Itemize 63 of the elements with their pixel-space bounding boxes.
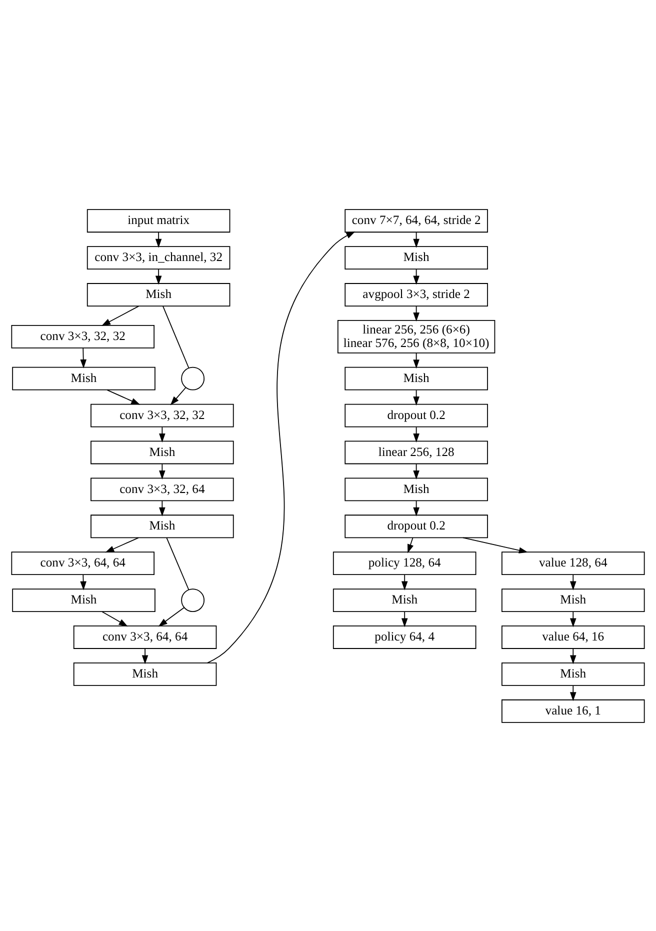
node-box: Mish (344, 246, 488, 270)
node-box: Mish (90, 514, 234, 538)
arrow (159, 463, 166, 479)
node-box: Mish (501, 588, 645, 612)
connector (162, 305, 190, 368)
arrow (80, 347, 87, 368)
node-box: conv 3×3, 32, 32 (90, 403, 234, 427)
arrow (105, 536, 139, 552)
arrow (570, 610, 576, 627)
arrow (142, 648, 148, 664)
node-box: avgpool 3×3, stride 2 (344, 282, 488, 306)
arrow (155, 232, 162, 248)
node-box: input matrix (86, 208, 230, 232)
node-box: Mish (73, 662, 217, 686)
node-box: Mish (344, 366, 488, 390)
node-box: policy 64, 4 (332, 625, 476, 648)
node-box: Mish (86, 282, 230, 306)
node-box: Mish (90, 440, 234, 464)
arrow (102, 610, 128, 626)
arrow (170, 386, 186, 405)
node-box: conv 3×3, 64, 64 (11, 551, 155, 575)
node-box: Mish (501, 662, 645, 686)
arrow (206, 231, 356, 663)
arrow (570, 648, 576, 664)
arrow (413, 268, 420, 284)
node-box: value 64, 16 (501, 625, 645, 648)
node-circle (181, 588, 205, 612)
arrow (413, 426, 420, 442)
node-circle (181, 366, 205, 390)
arrow (570, 574, 576, 590)
node-box: value 128, 64 (501, 551, 645, 575)
arrow (159, 500, 166, 516)
node-box: dropout 0.2 (344, 514, 488, 538)
node-box: conv 3×3, in_channel, 32 (86, 246, 230, 270)
arrow (155, 268, 162, 284)
node-box: dropout 0.2 (344, 403, 488, 427)
node-box: conv 3×3, 64, 64 (73, 625, 217, 648)
arrow (408, 537, 414, 553)
arrow (413, 500, 420, 516)
arrow (413, 305, 420, 322)
arrow (413, 352, 420, 368)
arrow (401, 610, 408, 627)
arrow (570, 684, 576, 701)
arrow (401, 574, 408, 590)
node-box: Mish (344, 477, 488, 501)
arrow (159, 426, 166, 442)
node-box: conv 3×3, 32, 32 (11, 324, 155, 348)
arrow (413, 232, 420, 248)
arrow (158, 606, 184, 626)
node-box: value 16, 1 (501, 698, 645, 722)
node-box: conv 3×3, 32, 64 (90, 477, 234, 501)
node-box: Mish (12, 366, 156, 390)
arrow (413, 389, 420, 406)
node-box: Mish (12, 588, 156, 612)
node-box: linear 256, 128 (344, 440, 488, 464)
connector (166, 536, 190, 590)
node-box: Mish (332, 588, 476, 612)
node-box: policy 128, 64 (332, 551, 476, 575)
arrow (106, 389, 140, 404)
arrow (413, 463, 420, 479)
node-box: linear 256, 256 (6×6) linear 576, 256 (8×8, 10×10) (337, 320, 496, 353)
node-box: conv 7×7, 64, 64, stride 2 (344, 208, 488, 232)
arrow (101, 305, 140, 326)
